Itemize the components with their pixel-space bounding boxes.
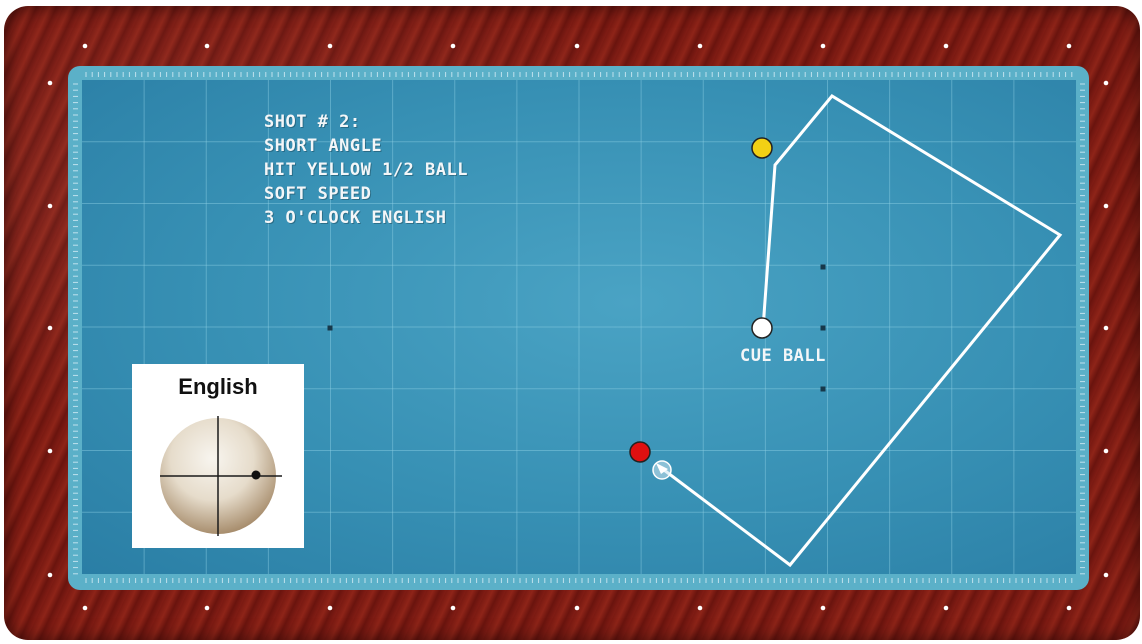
english-ball-diagram [132, 364, 304, 548]
table-spots [328, 265, 826, 392]
rail-diamond [451, 606, 456, 611]
rail-diamond [48, 204, 53, 209]
yellow-ball[interactable] [752, 138, 772, 158]
rail-diamond [575, 44, 580, 49]
rail-diamond [821, 44, 826, 49]
table-spot [821, 387, 826, 392]
red-ball[interactable] [630, 442, 650, 462]
table-spot [821, 265, 826, 270]
shot-line: SHORT ANGLE [264, 134, 468, 158]
aim-marker [653, 461, 671, 479]
rail-diamond [328, 606, 333, 611]
english-panel: English [132, 364, 304, 548]
cue-ball[interactable] [752, 318, 772, 338]
rail-diamond [575, 606, 580, 611]
rail-diamond [1104, 573, 1109, 578]
rail-diamond [48, 573, 53, 578]
rail-diamond [328, 44, 333, 49]
rail-diamond [83, 606, 88, 611]
rail-diamond [205, 606, 210, 611]
rail-diamond [1067, 44, 1072, 49]
shot-description: SHOT # 2: SHORT ANGLE HIT YELLOW 1/2 BAL… [264, 110, 468, 230]
rail-diamond [698, 44, 703, 49]
shot-line: SOFT SPEED [264, 182, 468, 206]
english-hit-point [252, 471, 261, 480]
table-spot [328, 326, 333, 331]
rail-diamond [48, 81, 53, 86]
rail-diamond [1104, 204, 1109, 209]
shot-line: 3 O'CLOCK ENGLISH [264, 206, 468, 230]
rail-diamond [944, 606, 949, 611]
rail-diamond [48, 449, 53, 454]
cue-ball-label: CUE BALL [740, 346, 826, 366]
rail-diamond [48, 326, 53, 331]
rail-diamond [1104, 81, 1109, 86]
table-spot [821, 326, 826, 331]
shot-line: HIT YELLOW 1/2 BALL [264, 158, 468, 182]
rail-diamond [451, 44, 456, 49]
rail-diamond [1104, 326, 1109, 331]
rail-diamond [944, 44, 949, 49]
cue-ball-path [664, 96, 1060, 565]
rail-diamond [1067, 606, 1072, 611]
rail-diamond [83, 44, 88, 49]
rail-diamond [1104, 449, 1109, 454]
rail-diamond [698, 606, 703, 611]
rail-diamond [205, 44, 210, 49]
shot-line: SHOT # 2: [264, 110, 468, 134]
rail-diamond [821, 606, 826, 611]
